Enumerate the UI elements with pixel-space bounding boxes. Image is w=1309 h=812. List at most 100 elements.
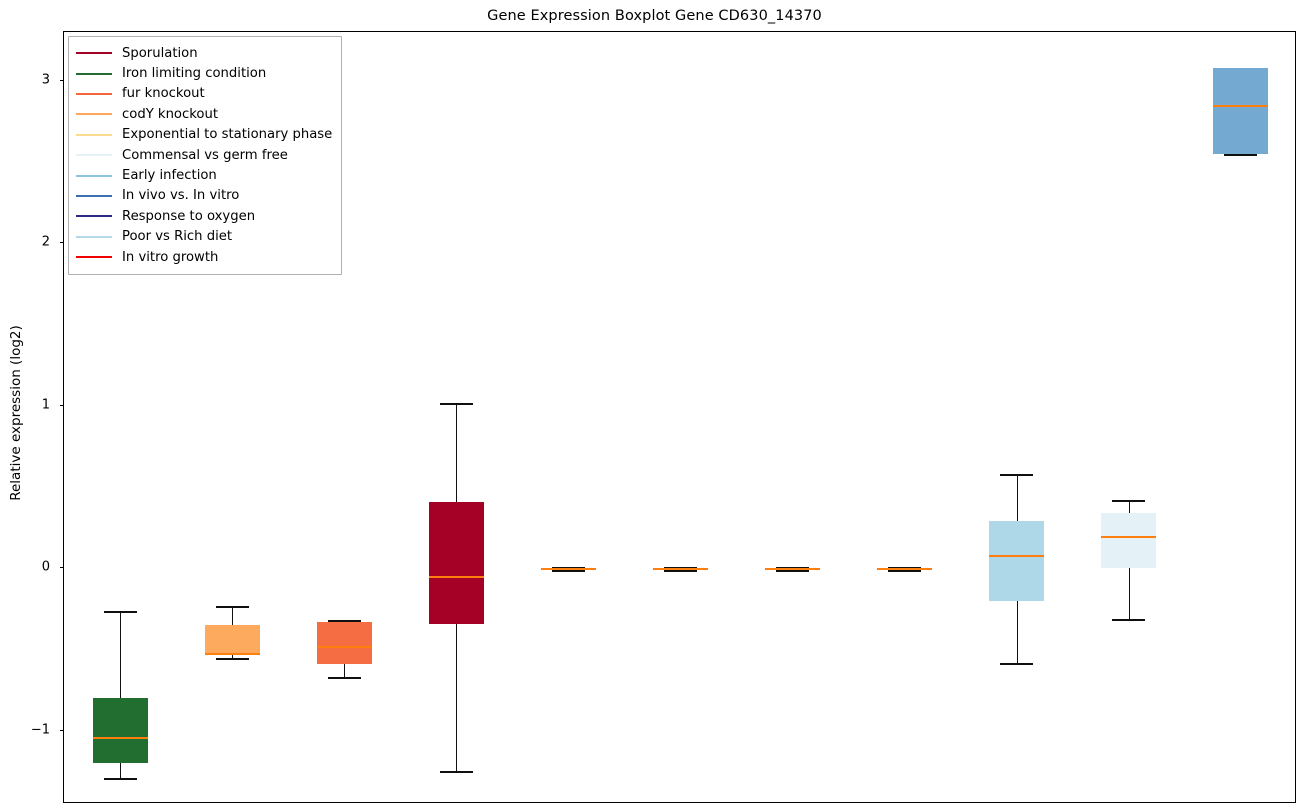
cap-lower bbox=[1224, 153, 1258, 156]
whisker-upper bbox=[1016, 474, 1018, 522]
y-tick-label: −1 bbox=[30, 722, 50, 738]
median-line bbox=[204, 652, 260, 655]
legend-color-swatch bbox=[76, 174, 112, 177]
cap-upper bbox=[215, 605, 249, 608]
cap-lower bbox=[327, 677, 361, 680]
legend-item[interactable]: fur knockout bbox=[76, 84, 332, 104]
median-line bbox=[1213, 105, 1269, 108]
legend-color-swatch bbox=[76, 235, 112, 238]
y-tick-mark bbox=[59, 567, 64, 569]
cap-upper bbox=[888, 566, 922, 569]
legend-item[interactable]: Poor vs Rich diet bbox=[76, 227, 332, 247]
box-rect bbox=[428, 501, 484, 624]
legend-item[interactable]: In vitro growth bbox=[76, 247, 332, 267]
boxplot-box bbox=[64, 32, 1295, 802]
cap-lower bbox=[215, 657, 249, 660]
box-rect bbox=[1101, 513, 1157, 569]
legend-color-swatch bbox=[76, 52, 112, 55]
legend-item-label: Early infection bbox=[122, 168, 217, 184]
legend-item-label: Exponential to stationary phase bbox=[122, 127, 333, 143]
cap-lower bbox=[1000, 662, 1034, 665]
legend-item-label: codY knockout bbox=[122, 106, 219, 122]
legend-item[interactable]: Commensal vs germ free bbox=[76, 145, 332, 165]
y-tick-mark bbox=[59, 404, 64, 406]
y-tick-mark bbox=[59, 729, 64, 731]
boxplot-box bbox=[64, 32, 1295, 802]
boxplot-box bbox=[64, 32, 1295, 802]
legend-item-label: Iron limiting condition bbox=[122, 66, 267, 82]
legend-item-label: Poor vs Rich diet bbox=[122, 229, 233, 245]
cap-upper bbox=[103, 610, 137, 613]
boxplot-box bbox=[64, 32, 1295, 802]
legend-item-label: Commensal vs germ free bbox=[122, 147, 288, 163]
y-axis-ticks: −1 0 1 2 3 bbox=[0, 0, 64, 812]
median-line bbox=[316, 646, 372, 649]
y-axis-label: Relative expression (log2) bbox=[8, 325, 24, 501]
legend-color-swatch bbox=[76, 215, 112, 218]
median-line bbox=[877, 568, 933, 571]
legend-item[interactable]: In vivo vs. In vitro bbox=[76, 186, 332, 206]
legend-color-swatch bbox=[76, 72, 112, 75]
cap-lower bbox=[439, 771, 473, 774]
boxplot-box bbox=[64, 32, 1295, 802]
box-rect bbox=[92, 698, 148, 764]
whisker-lower bbox=[344, 664, 346, 678]
median-line bbox=[428, 576, 484, 579]
cap-lower bbox=[888, 569, 922, 572]
cap-upper bbox=[551, 566, 585, 569]
boxplot-box bbox=[64, 32, 1295, 802]
y-tick-mark bbox=[59, 79, 64, 81]
whisker-lower bbox=[1128, 568, 1130, 619]
chart-title: Gene Expression Boxplot Gene CD630_14370 bbox=[487, 8, 822, 24]
y-tick-label: 1 bbox=[41, 397, 50, 413]
boxplot-series bbox=[64, 32, 1295, 802]
box-rect bbox=[204, 625, 260, 655]
legend-item-label: Sporulation bbox=[122, 45, 198, 61]
cap-lower bbox=[664, 569, 697, 572]
legend-item-label: Response to oxygen bbox=[122, 208, 256, 224]
legend-item[interactable]: Sporulation bbox=[76, 43, 332, 63]
cap-lower bbox=[103, 777, 137, 780]
boxplot-box bbox=[64, 32, 1295, 802]
median-line bbox=[92, 737, 148, 740]
legend-color-swatch bbox=[76, 194, 112, 197]
median-line bbox=[989, 555, 1045, 558]
cap-upper bbox=[1112, 500, 1146, 503]
cap-lower bbox=[551, 569, 585, 572]
legend-color-swatch bbox=[76, 113, 112, 116]
legend-item[interactable]: codY knockout bbox=[76, 104, 332, 124]
legend-color-swatch bbox=[76, 256, 112, 259]
legend-color-swatch bbox=[76, 133, 112, 136]
y-tick-label: 2 bbox=[41, 234, 50, 250]
legend-item-label: In vitro growth bbox=[122, 249, 219, 265]
y-tick-label: 3 bbox=[41, 72, 50, 88]
legend-item[interactable]: Iron limiting condition bbox=[76, 63, 332, 83]
cap-upper bbox=[1000, 474, 1034, 477]
median-line bbox=[1101, 535, 1157, 538]
y-tick-label: 0 bbox=[41, 559, 50, 575]
whisker-lower bbox=[456, 623, 458, 772]
boxplot-box bbox=[64, 32, 1295, 802]
legend-color-swatch bbox=[76, 92, 112, 95]
whisker-lower bbox=[232, 654, 234, 658]
boxplot-box bbox=[64, 32, 1295, 802]
legend-item[interactable]: Response to oxygen bbox=[76, 206, 332, 226]
median-line bbox=[540, 568, 596, 571]
box-rect bbox=[1213, 67, 1269, 154]
median-line bbox=[765, 568, 821, 571]
legend-item[interactable]: Early infection bbox=[76, 165, 332, 185]
whisker-upper bbox=[232, 605, 234, 626]
legend-item-label: fur knockout bbox=[122, 86, 205, 102]
legend-item[interactable]: Exponential to stationary phase bbox=[76, 125, 332, 145]
whisker-upper bbox=[1128, 500, 1130, 514]
median-line bbox=[653, 568, 708, 571]
cap-upper bbox=[664, 566, 697, 569]
boxplot-box bbox=[64, 32, 1295, 802]
y-tick-mark bbox=[59, 242, 64, 244]
cap-upper bbox=[327, 620, 361, 623]
whisker-upper bbox=[120, 610, 122, 699]
cap-upper bbox=[439, 402, 473, 405]
whisker-upper bbox=[456, 402, 458, 502]
